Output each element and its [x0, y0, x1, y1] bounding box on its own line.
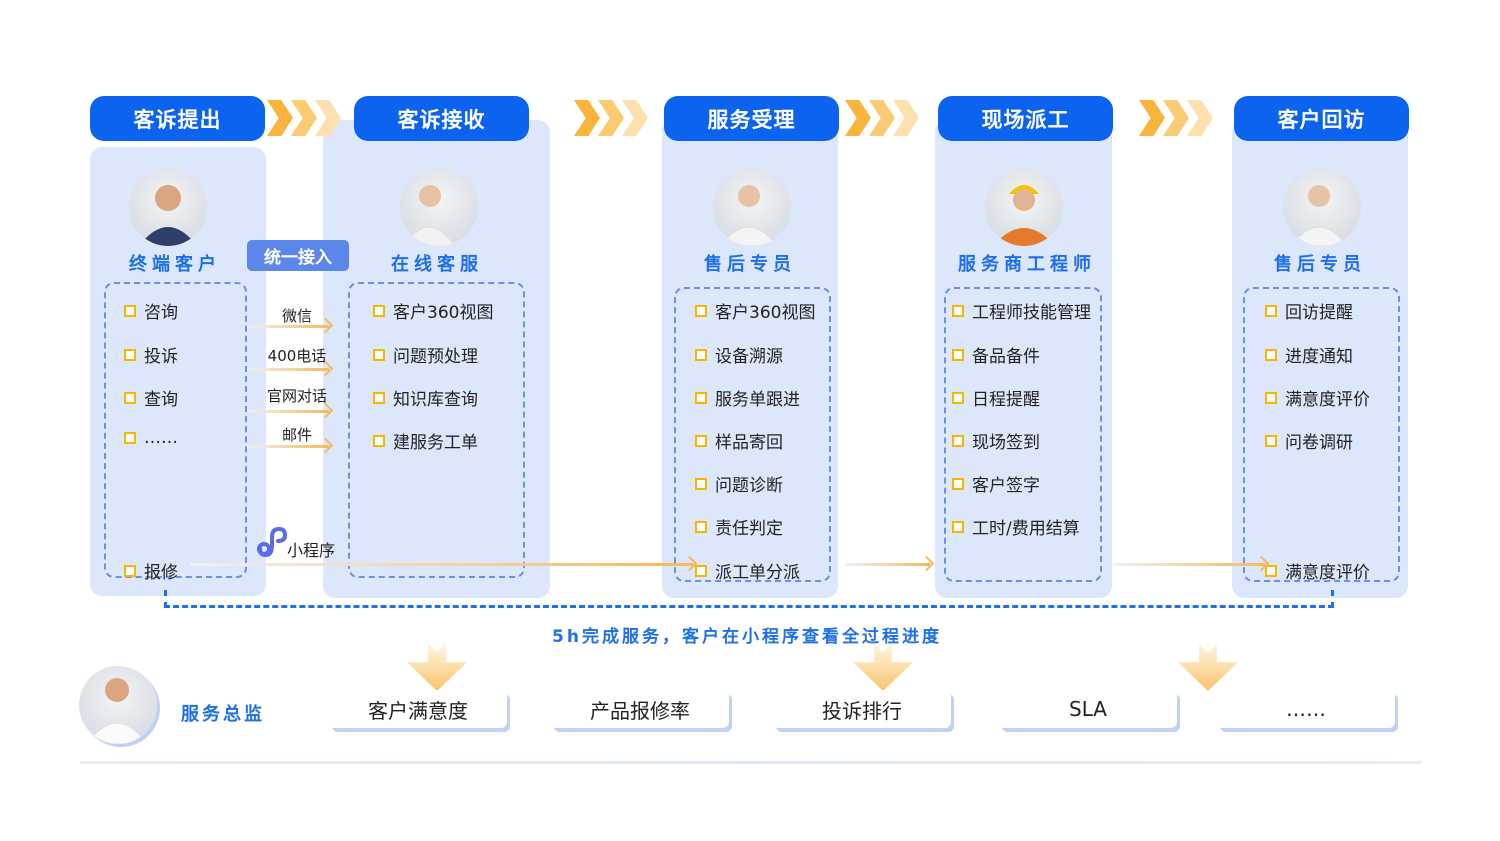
down-arrow-icon: [407, 643, 467, 691]
chevron-arrows-icon: [267, 100, 341, 136]
list-item: 工时/费用结算: [952, 514, 1080, 539]
down-arrow-icon: [1178, 643, 1238, 691]
director-label: 服务总监: [181, 704, 265, 725]
stage-header: 现场派工: [938, 96, 1113, 141]
arrow-icon: [247, 368, 329, 371]
list-item: 现场签到: [952, 428, 1040, 453]
channel-label: 邮件: [281, 426, 312, 444]
list-item: 查询: [124, 385, 178, 410]
avatar-after-sales: [1283, 168, 1361, 246]
progress-bracket: [164, 590, 1334, 608]
divider: [80, 761, 1422, 764]
arrow-icon: [247, 410, 329, 413]
list-item: 备品备件: [952, 342, 1040, 367]
arrow-icon: [247, 325, 329, 328]
list-item: 建服务工单: [373, 428, 478, 453]
stage-header: 客诉提出: [90, 96, 265, 141]
list-item: 满意度评价: [1265, 385, 1370, 410]
chevron-arrows-icon: [845, 100, 919, 136]
list-item: 责任判定: [695, 514, 783, 539]
list-item-satisfaction: 满意度评价: [1265, 558, 1370, 583]
item-box: [104, 282, 247, 578]
chevron-arrows-icon: [574, 100, 648, 136]
flow-arrow: [190, 563, 693, 566]
role-label: 服务商工程师: [958, 254, 1096, 275]
kpi-card: 客户满意度: [329, 690, 507, 728]
summary-text: 5h完成服务，客户在小程序查看全过程进度: [552, 627, 942, 647]
channel-label: 官网对话: [266, 387, 327, 405]
mini-program-icon: [257, 526, 288, 557]
list-item: 咨询: [124, 298, 178, 323]
list-item: 设备溯源: [695, 342, 783, 367]
list-item: 日程提醒: [952, 385, 1040, 410]
item-box: [348, 282, 525, 578]
list-item: 投诉: [124, 342, 178, 367]
role-label: 售后专员: [1274, 254, 1366, 275]
list-item: 知识库查询: [373, 385, 478, 410]
avatar-director: [79, 666, 157, 744]
channel-label: 400电话: [267, 347, 327, 365]
unified-access-badge: 统一接入: [247, 240, 349, 271]
avatar-after-sales: [713, 168, 791, 246]
channel-label: 微信: [281, 307, 312, 325]
stage-header: 客诉接收: [354, 96, 529, 141]
stage-header: 客户回访: [1234, 96, 1409, 141]
list-item: 客户签字: [952, 471, 1040, 496]
role-label: 终端客户: [129, 254, 221, 275]
list-item: 回访提醒: [1265, 298, 1353, 323]
kpi-card: 产品报修率: [551, 690, 729, 728]
avatar-online-service: [400, 168, 478, 246]
list-item: ……: [124, 428, 178, 448]
list-item: 客户360视图: [695, 298, 815, 323]
item-box: [944, 287, 1102, 582]
flow-arrow: [1113, 563, 1265, 566]
list-item-repair: 报修: [124, 558, 178, 583]
role-label: 在线客服: [391, 254, 483, 275]
chevron-arrows-icon: [1139, 100, 1213, 136]
kpi-card: SLA: [999, 690, 1177, 728]
down-arrow-icon: [853, 643, 913, 691]
avatar-customer: [129, 168, 207, 246]
list-item: 工程师技能管理: [952, 298, 1091, 323]
list-item: 进度通知: [1265, 342, 1353, 367]
list-item: 服务单跟进: [695, 385, 800, 410]
mini-program-label: 小程序: [287, 541, 336, 560]
arrow-icon: [247, 445, 329, 448]
item-box: [674, 287, 831, 582]
kpi-card: 投诉排行: [773, 690, 951, 728]
list-item: 问题预处理: [373, 342, 478, 367]
list-item: 问卷调研: [1265, 428, 1353, 453]
avatar-engineer: [985, 168, 1063, 246]
stage-header: 服务受理: [664, 96, 839, 141]
item-box: [1243, 287, 1400, 582]
list-item: 样品寄回: [695, 428, 783, 453]
role-label: 售后专员: [704, 254, 796, 275]
list-item: 派工单分派: [695, 558, 800, 583]
list-item: 客户360视图: [373, 298, 493, 323]
flow-arrow: [845, 563, 930, 566]
kpi-card: ……: [1217, 690, 1395, 728]
list-item: 问题诊断: [695, 471, 783, 496]
